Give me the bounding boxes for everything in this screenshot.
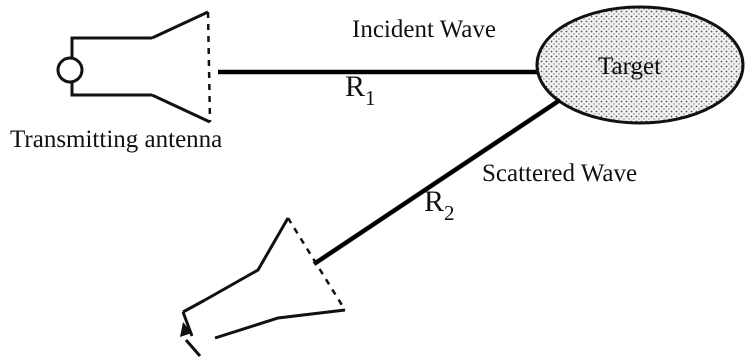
transmitting-antenna-label: Transmitting antenna [10, 126, 222, 153]
transmitting-antenna [56, 10, 212, 124]
range-r1-subscript: 1 [365, 86, 376, 110]
range-r1-symbol: R [345, 70, 365, 103]
scattered-wave-label: Scattered Wave [482, 160, 637, 187]
range-r2-label: R2 [424, 185, 455, 225]
receiving-antenna [180, 217, 347, 357]
receiver-element-icon [180, 322, 192, 337]
range-r2-symbol: R [424, 185, 444, 218]
target-ellipse [535, 5, 745, 125]
range-r1-label: R1 [345, 70, 376, 110]
transmitter-feed-wire [70, 36, 152, 97]
transmitter-horn-icon [151, 10, 211, 124]
target-label: Target [598, 53, 661, 80]
incident-wave-label: Incident Wave [352, 16, 496, 43]
receiver-horn-icon [204, 217, 346, 340]
transmitter-aperture [206, 11, 212, 123]
range-r2-subscript: 2 [444, 201, 455, 225]
transmitter-source-icon [56, 56, 84, 84]
scattered-wave-line [312, 98, 562, 266]
